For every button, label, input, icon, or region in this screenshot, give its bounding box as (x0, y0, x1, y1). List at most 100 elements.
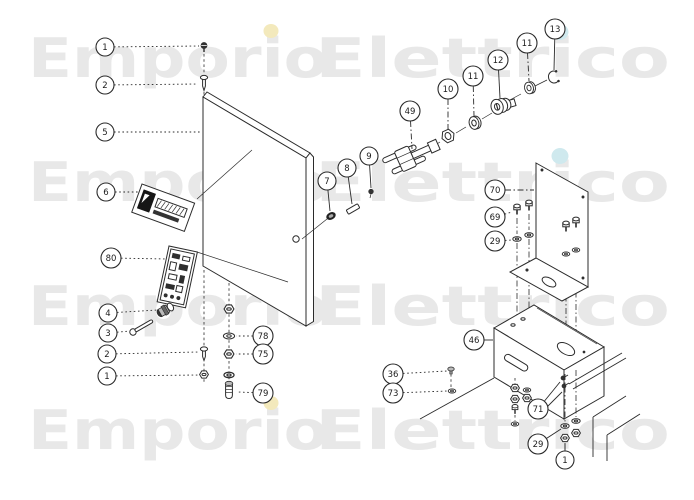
callout-13: 13 (544, 18, 566, 71)
svg-text:9: 9 (366, 152, 371, 162)
wire-pin-part (129, 319, 154, 336)
nut-part-1-bottom (199, 370, 209, 379)
svg-text:4: 4 (105, 309, 110, 319)
svg-text:71: 71 (533, 405, 544, 415)
callout-7: 7 (317, 171, 337, 212)
svg-text:46: 46 (469, 336, 480, 346)
brand-label (131, 183, 196, 232)
callout-1: 1 (555, 444, 575, 470)
washer-29-a (512, 236, 522, 242)
nut-under-b (510, 394, 520, 404)
screw-79-part (224, 380, 234, 400)
washer-29c-a (560, 423, 570, 429)
svg-text:6: 6 (103, 188, 108, 198)
callout-36: 36 (382, 363, 448, 385)
callout-71: 71 (527, 381, 561, 420)
washer-right-a (561, 251, 571, 257)
svg-text:49: 49 (405, 107, 416, 117)
svg-text:75: 75 (258, 350, 269, 360)
svg-text:7: 7 (324, 177, 329, 187)
callout-12: 12 (487, 49, 509, 99)
callout-80: 80 (100, 247, 168, 269)
watermark-text: Elettrico (315, 399, 670, 462)
callout-4: 4 (98, 303, 158, 323)
watermark-text: Elettrico (315, 275, 670, 338)
svg-text:29: 29 (490, 237, 501, 247)
screw-part-1-top (200, 42, 208, 52)
svg-text:1: 1 (104, 372, 109, 382)
screw-71-a (560, 374, 569, 381)
door-side-edge (305, 152, 314, 327)
nut-under-c (522, 393, 532, 403)
svg-text:79: 79 (258, 389, 269, 399)
washer-right-b (571, 247, 581, 253)
door-lock-hole (292, 235, 300, 243)
u-bracket-46 (493, 304, 605, 420)
svg-text:11: 11 (468, 72, 479, 82)
svg-text:8: 8 (344, 164, 349, 174)
callout-1: 1 (97, 366, 200, 386)
svg-text:12: 12 (493, 56, 504, 66)
washer-29-b (524, 232, 534, 238)
callout-11: 11 (516, 32, 538, 82)
svg-text:73: 73 (388, 389, 399, 399)
line-art (129, 42, 641, 461)
svg-text:2: 2 (104, 350, 109, 360)
callout-73: 73 (382, 382, 449, 404)
callout-3: 3 (98, 323, 131, 343)
mount-plate-70 (508, 162, 590, 302)
callout-1: 1 (95, 37, 200, 57)
svg-text:78: 78 (258, 332, 269, 342)
svg-text:5: 5 (102, 128, 107, 138)
callout-6: 6 (96, 182, 140, 202)
nut-75-part (223, 349, 235, 359)
washer-29c-b (571, 418, 581, 424)
lock-cylinder-part-12 (490, 97, 517, 115)
grommet-part-7 (326, 212, 336, 220)
watermark-dot-yellow (263, 24, 279, 38)
watermark-text: Emporio (28, 27, 328, 90)
callout-75: 75 (236, 343, 274, 365)
screw-36-part (447, 366, 455, 375)
svg-text:29: 29 (533, 440, 544, 450)
watermark-text: Emporio (28, 399, 328, 462)
nut-under-a (510, 383, 520, 393)
washer-11-rear-part (524, 81, 536, 95)
callout-5: 5 (95, 122, 201, 142)
washer-73-part (447, 388, 457, 394)
hex-nut-part (223, 304, 235, 314)
washer-part (223, 371, 235, 379)
svg-text:36: 36 (388, 370, 399, 380)
washer-78-part (222, 332, 236, 340)
callout-70: 70 (484, 179, 534, 201)
nut-29c-a (560, 433, 570, 443)
door-panel (196, 91, 314, 327)
svg-text:11: 11 (522, 39, 533, 49)
logo-mark (136, 189, 156, 213)
svg-text:3: 3 (105, 329, 110, 339)
retaining-clip-part-13 (548, 70, 560, 84)
svg-text:69: 69 (490, 213, 501, 223)
callout-49: 49 (399, 100, 421, 150)
frame-lines (568, 352, 641, 461)
svg-text:1: 1 (562, 456, 567, 466)
screw-part-2-top (199, 74, 209, 93)
callout-79: 79 (237, 382, 274, 404)
callouts: 1256804321787579789491011121113706929463… (95, 18, 575, 470)
svg-text:2: 2 (102, 81, 107, 91)
washer-under-a (522, 387, 532, 393)
svg-text:1: 1 (102, 43, 107, 53)
callout-9: 9 (359, 146, 379, 189)
callout-2: 2 (97, 344, 199, 364)
callout-69: 69 (484, 206, 513, 228)
svg-text:10: 10 (443, 85, 454, 95)
callout-10: 10 (437, 78, 459, 129)
cable-gland-part (156, 302, 175, 318)
screw-part-2-bottom (199, 346, 209, 363)
svg-text:80: 80 (106, 254, 117, 264)
callout-11: 11 (462, 65, 484, 117)
callout-46: 46 (463, 329, 493, 351)
screw-71-b (561, 382, 570, 389)
